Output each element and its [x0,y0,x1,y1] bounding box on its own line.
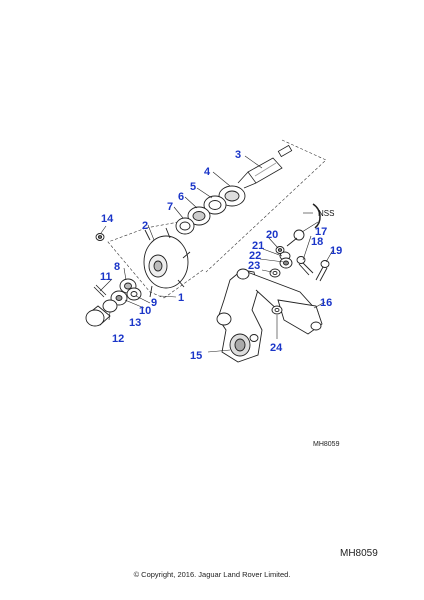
figure-code-large: MH8059 [340,548,378,559]
callout-13: 13 [129,317,141,329]
callout-labels: 1 2 3 4 5 6 7 8 9 10 11 12 13 14 15 16 1… [100,149,342,362]
callout-19: 19 [330,245,342,257]
callout-2: 2 [142,220,148,232]
nss-label: NSS [318,209,334,218]
callout-18: 18 [311,236,323,248]
callout-16: 16 [320,297,332,309]
leader-lines [99,155,334,353]
part-bearing [218,185,246,207]
part-washer-stack [269,246,293,278]
part-spacer-ring [175,217,195,235]
callout-12: 12 [112,333,124,345]
callout-21: 21 [252,240,264,252]
part-drive-shaft [237,144,293,189]
callout-24: 24 [270,342,283,354]
copyright-notice: © Copyright, 2016. Jaguar Land Rover Lim… [133,570,291,579]
part-lock-ring [102,299,118,313]
callout-23: 23 [248,260,260,272]
callout-7: 7 [167,201,173,213]
part-washer-24 [271,305,283,315]
callout-14: 14 [101,213,114,225]
callout-5: 5 [190,181,196,193]
part-bolt-short [296,256,314,276]
assembly-guide-lines [107,139,327,299]
part-steering-arm [277,299,323,335]
callout-11: 11 [100,271,112,283]
callout-6: 6 [178,191,184,203]
callout-8: 8 [114,261,120,273]
part-grease-cap [85,305,111,327]
figure-code-small: MH8059 [313,441,340,448]
callout-17: 17 [315,226,327,238]
part-pinch-bolt [286,203,321,247]
callout-10: 10 [139,305,151,317]
part-washer [126,287,142,301]
part-bolt-long [315,260,330,282]
part-small-nut [95,233,105,241]
callout-1: 1 [178,292,184,304]
callout-3: 3 [235,149,241,161]
part-seal [203,195,227,215]
callout-20: 20 [266,229,278,241]
callout-9: 9 [151,297,157,309]
part-bearing-race [187,206,211,226]
callout-4: 4 [204,166,211,178]
callout-15: 15 [190,350,202,362]
part-wheel-hub [143,227,191,298]
callout-22: 22 [249,250,261,262]
